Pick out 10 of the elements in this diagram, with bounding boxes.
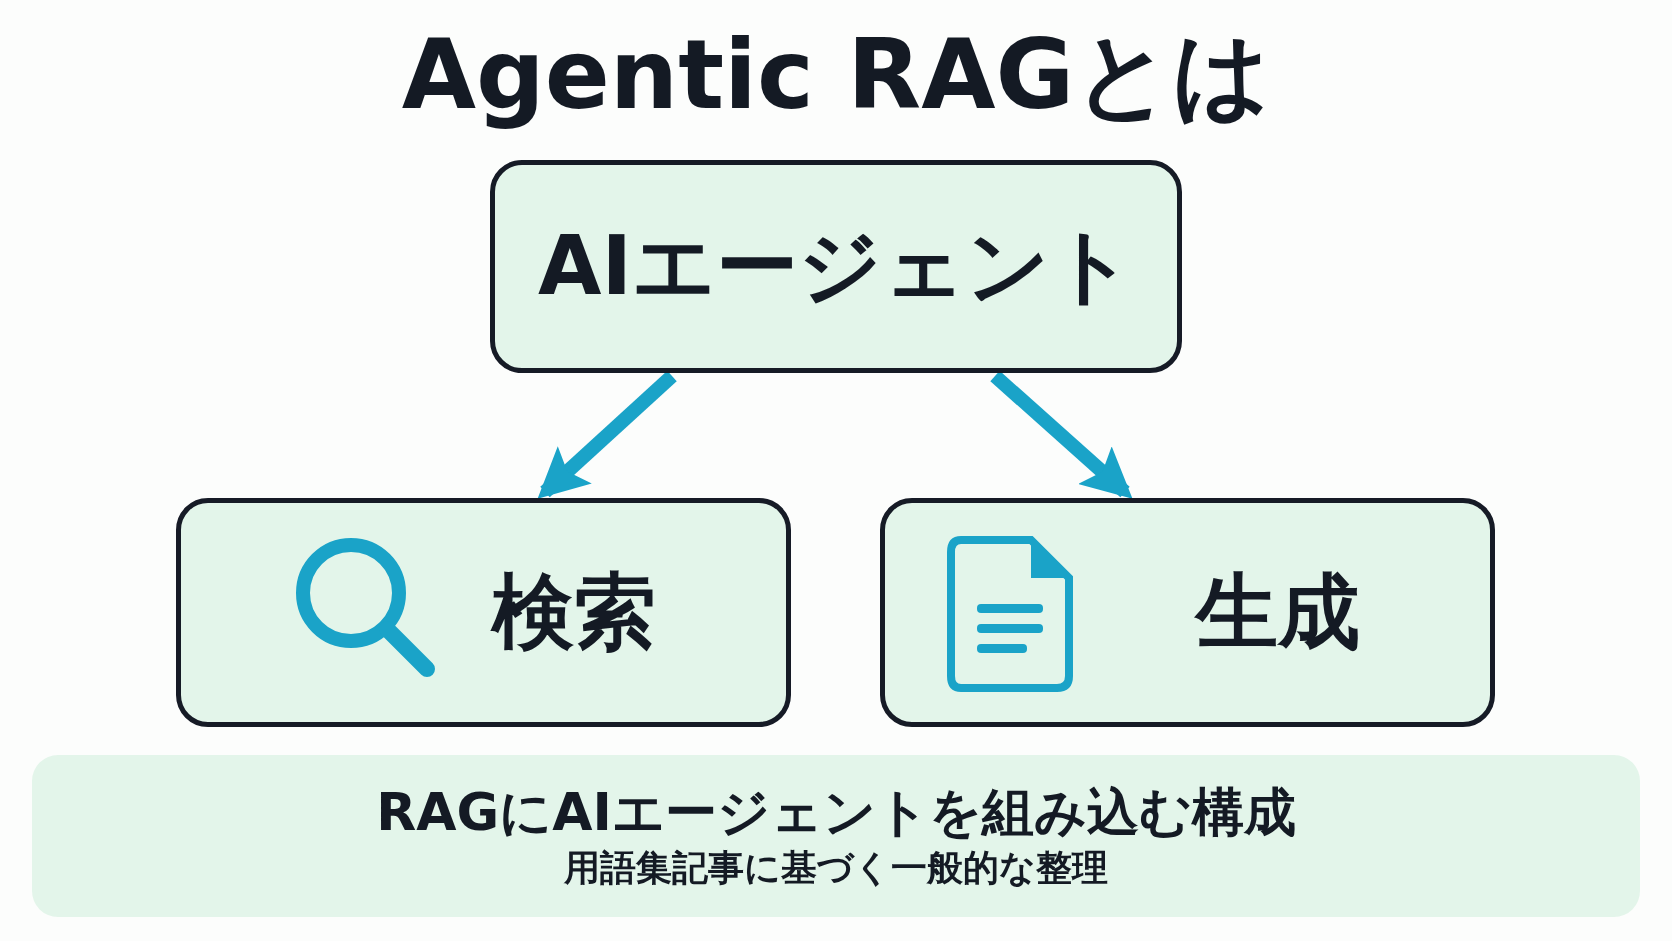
box-label: AIエージェント bbox=[538, 216, 1134, 315]
concept-box bbox=[880, 498, 1495, 727]
note-text: 用語集記事に基づく一般的な整理 bbox=[564, 846, 1108, 890]
box-label: 生成 bbox=[1195, 562, 1360, 661]
concept-box bbox=[490, 160, 1182, 373]
title: Agentic RAGとは bbox=[401, 19, 1271, 131]
concept-box bbox=[176, 498, 791, 727]
box-label: 検索 bbox=[491, 562, 656, 661]
summary-band bbox=[32, 755, 1640, 917]
summary-text: RAGにAIエージェントを組み込む構成 bbox=[376, 781, 1296, 844]
